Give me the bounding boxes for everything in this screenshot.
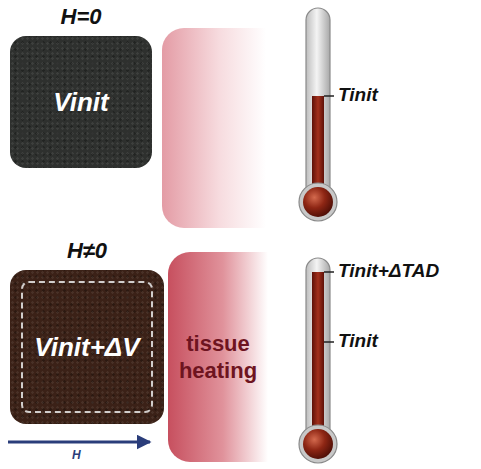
volume-label: Vinit — [53, 87, 108, 118]
particle-square: Vinit — [10, 36, 152, 168]
field-label: H — [72, 448, 81, 462]
particle-volume: H≠0Vinit+ΔV — [10, 238, 164, 424]
volume-label: Vinit+ΔV — [34, 332, 139, 363]
thermometer — [299, 8, 337, 221]
temperature-label: Tinit — [338, 330, 378, 352]
particle-square: Vinit+ΔV — [10, 270, 164, 424]
particle-volume: H=0Vinit — [10, 4, 152, 168]
field-condition: H≠0 — [10, 238, 164, 264]
field-arrow — [8, 441, 150, 444]
tissue-band — [162, 28, 266, 228]
tissue-band: tissue heating — [168, 252, 268, 462]
field-condition: H=0 — [10, 4, 152, 30]
temperature-label: Tinit — [338, 84, 378, 106]
temperature-label: Tinit+ΔTAD — [338, 260, 439, 282]
band-label: tissue heating — [173, 330, 263, 385]
thermometer — [299, 258, 337, 463]
